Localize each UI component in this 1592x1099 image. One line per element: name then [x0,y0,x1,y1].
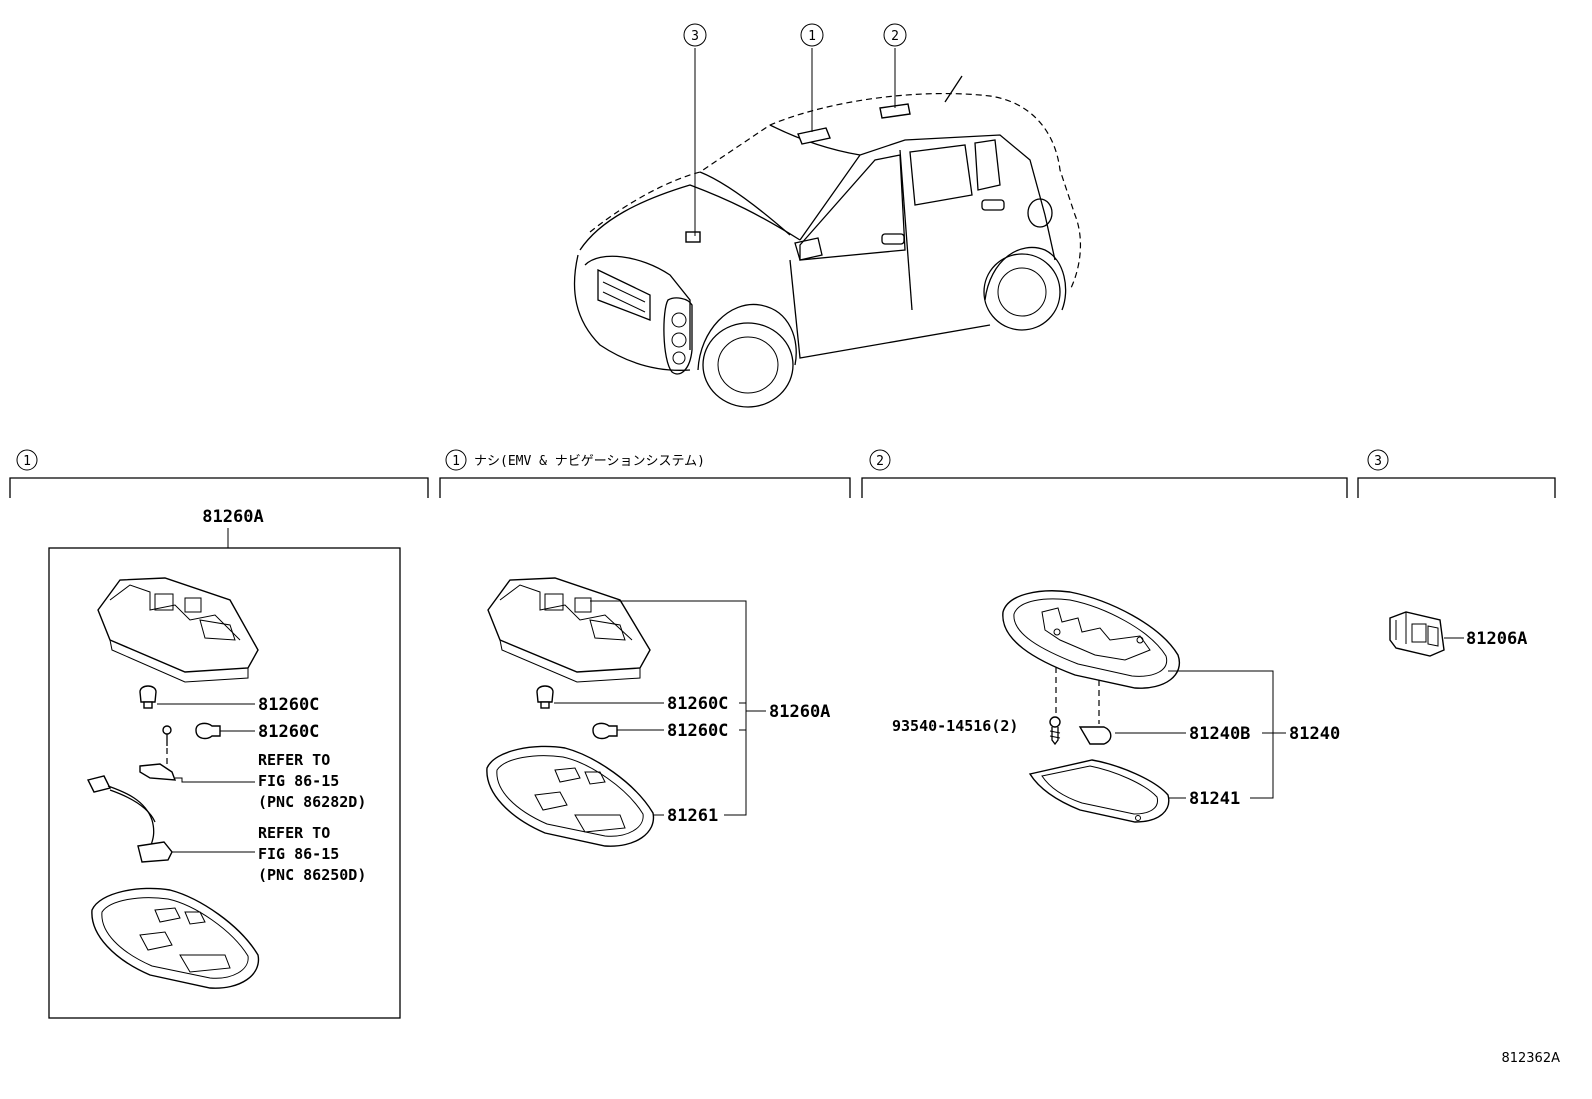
section-header-1: 1 [9,449,429,498]
svg-text:81260C: 81260C [667,721,728,741]
svg-text:2: 2 [876,454,884,469]
callout-1: 1 [800,23,824,47]
svg-text:3: 3 [1374,454,1382,469]
svg-text:REFER TO: REFER TO [258,824,330,842]
callout-2: 2 [883,23,907,47]
section-1-assembly: 81260A 81260C 81260C [48,507,401,1019]
bulb-81260C-c: 81260C [536,685,728,714]
part-81260A-mid: 81260A [769,702,830,722]
svg-text:3: 3 [691,29,699,44]
refer-note-2: REFER TO FIG 86-15 (PNC 86250D) [258,824,366,884]
section-3-switch: 81206A [1389,611,1527,657]
wire-harness [86,775,255,863]
car-illustration: 3 1 2 [573,23,1081,408]
bulb-81240B: 81240B [1078,724,1250,745]
section-2-assembly: 93540-14516(2) 81240B 81241 81240 [892,590,1340,823]
bulb-81260C-d: 81260C [592,721,728,741]
section-header-1b: 1 ナシ(EMV & ナビゲーションシステム) [439,449,851,498]
svg-text:81260C: 81260C [667,694,728,714]
lamp-housing [97,577,259,683]
svg-text:81260C: 81260C [258,695,319,715]
part-81260A-box: 81260A [202,507,263,527]
svg-text:81260C: 81260C [258,722,319,742]
bulb-81260C-b: 81260C [195,722,319,742]
svg-text:FIG 86-15: FIG 86-15 [258,845,339,863]
svg-text:REFER TO: REFER TO [258,751,330,769]
refer-note-1: REFER TO FIG 86-15 (PNC 86282D) [258,751,366,811]
bulb-81260C-a: 81260C [139,685,319,715]
svg-text:81240B: 81240B [1189,724,1250,744]
screw-93540: 93540-14516(2) [892,716,1061,746]
svg-text:81240: 81240 [1289,724,1340,744]
svg-text:1: 1 [23,454,31,469]
svg-text:81206A: 81206A [1466,629,1527,649]
svg-text:1: 1 [452,454,460,469]
svg-text:81261: 81261 [667,806,718,826]
svg-text:1: 1 [808,29,816,44]
section-header-3: 3 [1357,449,1556,498]
callout-3: 3 [683,23,707,47]
section-1b-assembly: 81260C 81260C 81261 81260A [486,577,830,847]
svg-text:(PNC 86250D): (PNC 86250D) [258,866,366,884]
section-1b-label: ナシ(EMV & ナビゲーションシステム) [474,454,705,469]
lamp-housing-mid [487,577,651,683]
svg-text:93540-14516(2): 93540-14516(2) [892,717,1018,735]
lens-81241: 81241 [1028,759,1240,823]
figure-id: 812362A [1501,1051,1560,1066]
svg-text:81241: 81241 [1189,789,1240,809]
svg-text:FIG 86-15: FIG 86-15 [258,772,339,790]
lens-cover-mid: 81261 [486,745,718,847]
section-header-2: 2 [861,449,1348,498]
lamp-frame [1002,590,1181,689]
svg-text:2: 2 [891,29,899,44]
lens-cover [91,887,260,989]
svg-text:(PNC 86282D): (PNC 86282D) [258,793,366,811]
screw-bracket [139,725,255,783]
